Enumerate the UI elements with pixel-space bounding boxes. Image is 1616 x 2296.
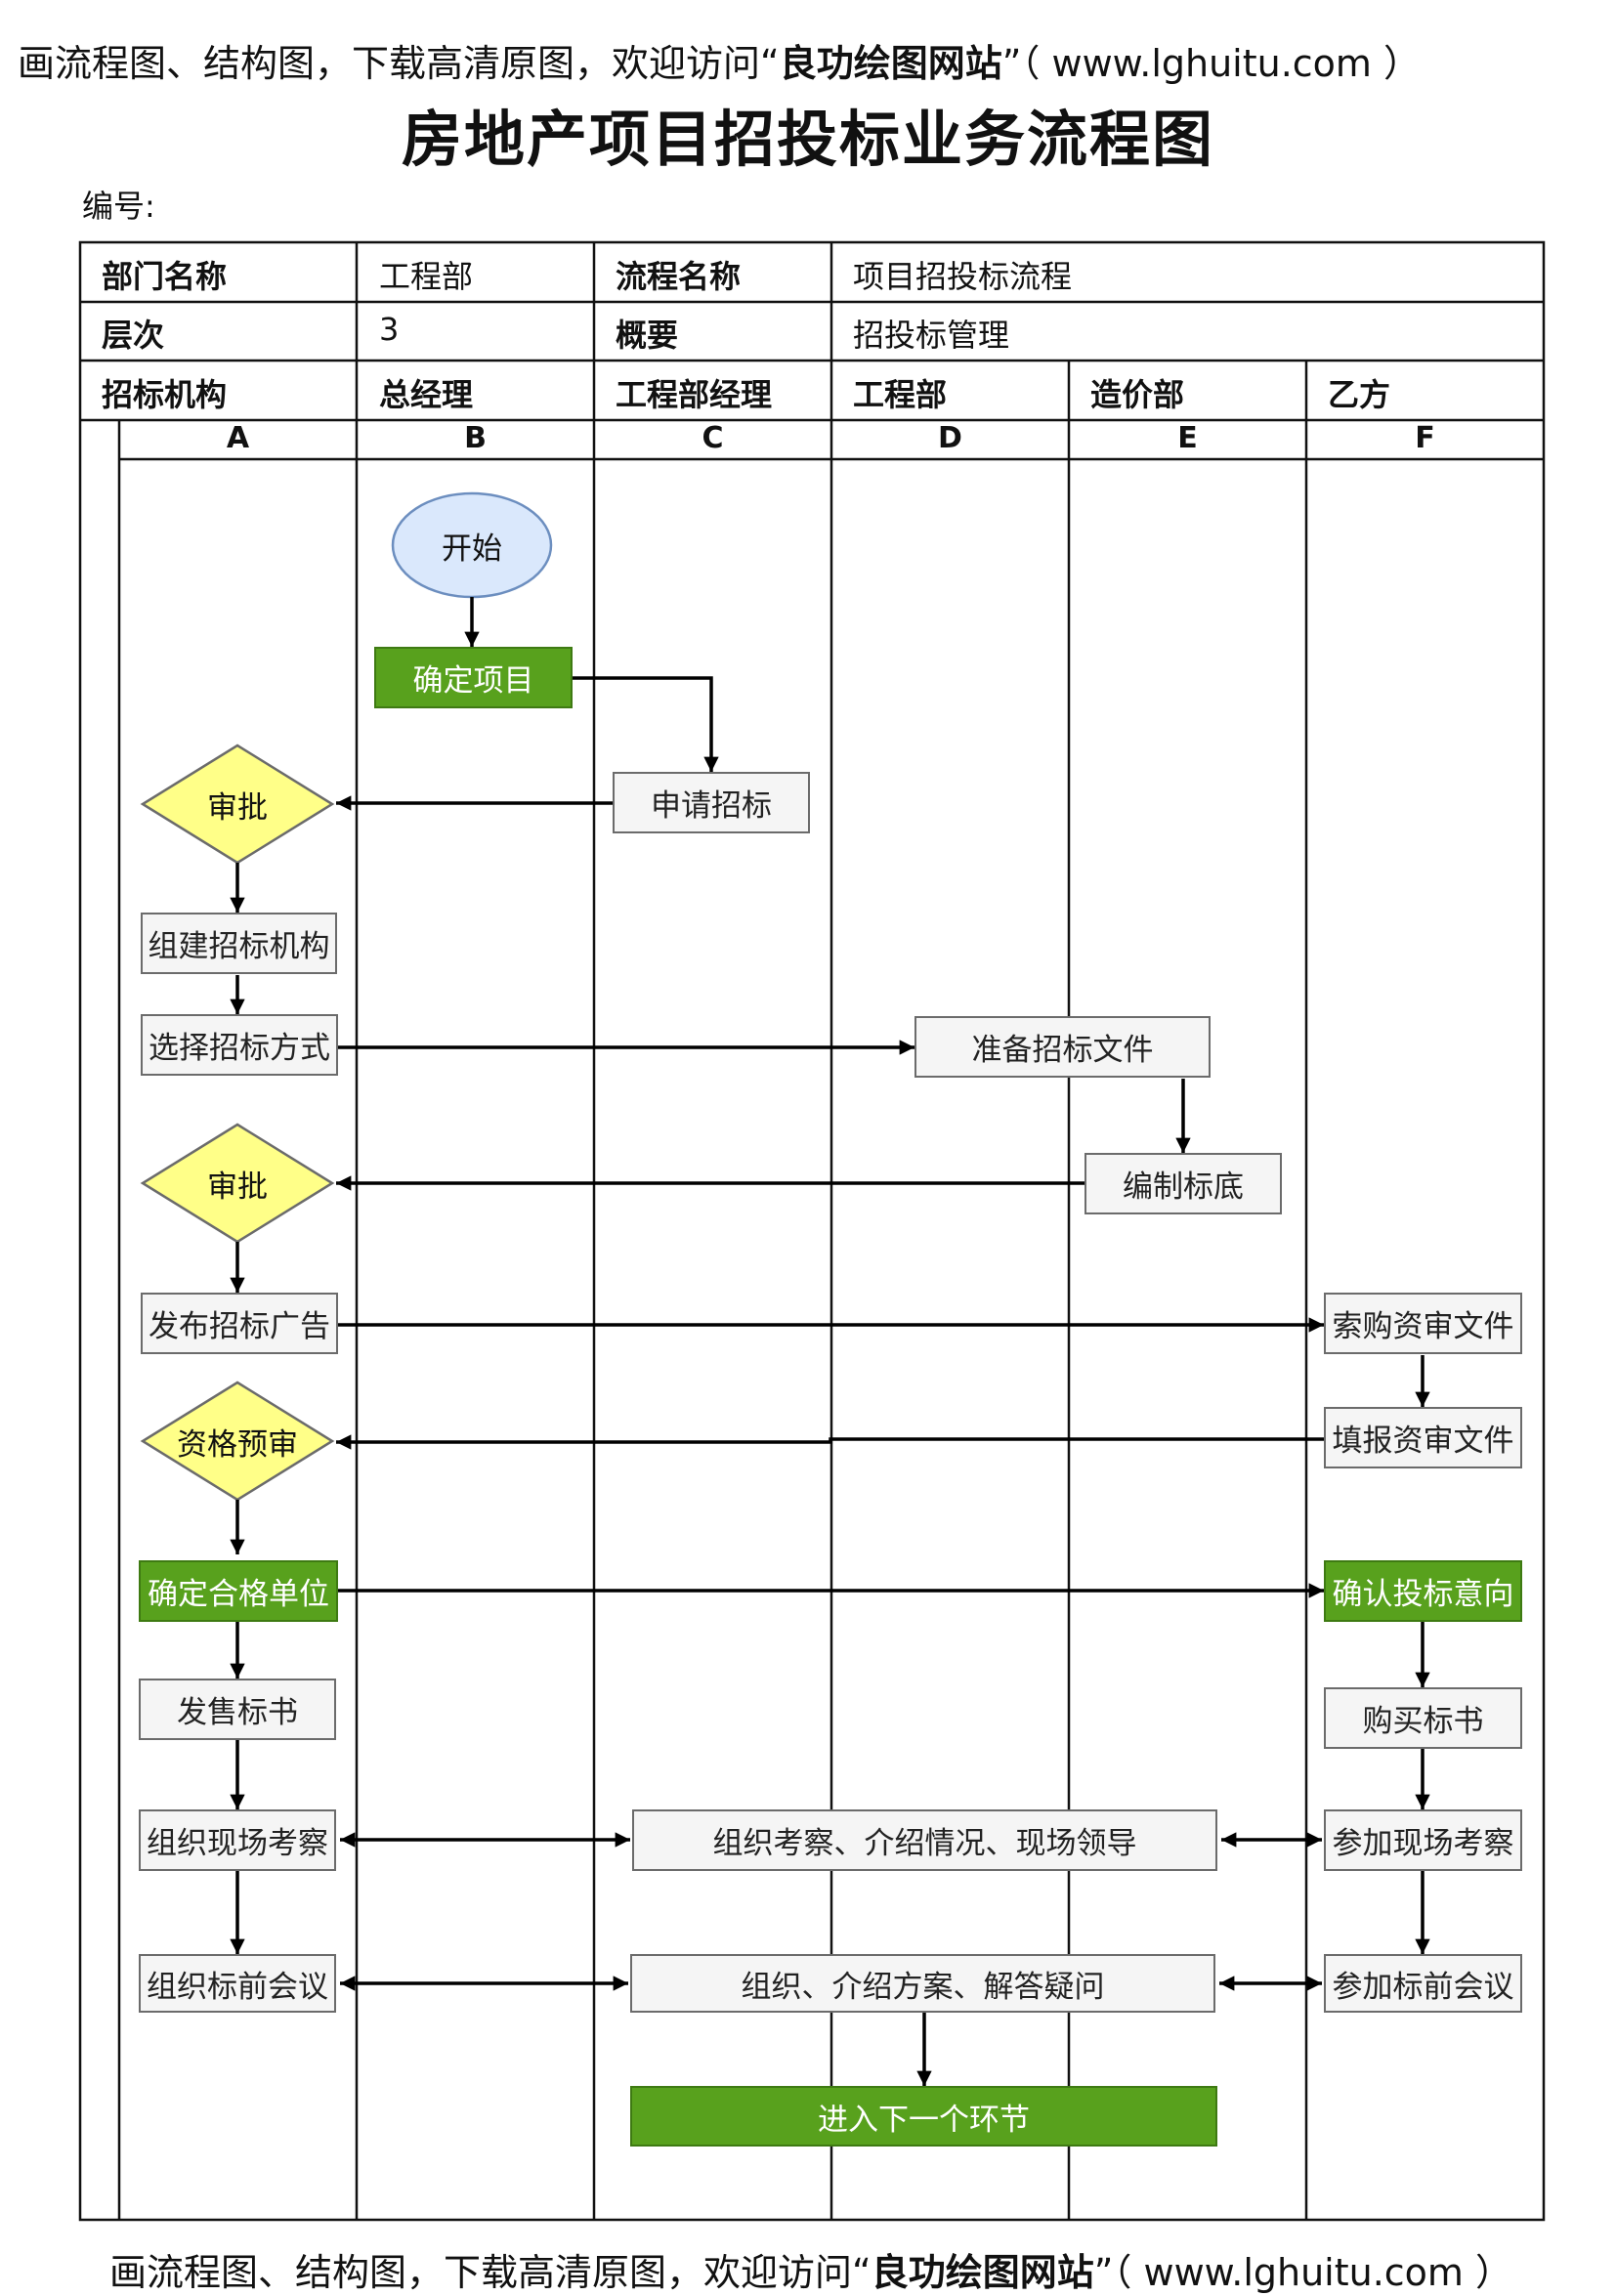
- apply-bidding-box: 申请招标: [613, 772, 810, 833]
- column-header-a: A: [226, 421, 250, 455]
- form-agency-box: 组建招标机构: [141, 913, 337, 974]
- join-site-visit-box: 参加现场考察: [1324, 1809, 1522, 1871]
- dept-label: 部门名称: [102, 258, 228, 295]
- approval-1-label: 审批: [207, 789, 268, 826]
- process-label: 流程名称: [616, 258, 742, 295]
- org-intro-answer-box: 组织、介绍方案、解答疑问: [630, 1954, 1215, 2013]
- role-general-manager: 总经理: [379, 376, 474, 413]
- choose-method-box: 选择招标方式: [141, 1014, 338, 1076]
- join-prebid-box: 参加标前会议: [1324, 1954, 1522, 2013]
- org-visit-intro-box: 组织考察、介绍情况、现场领导: [632, 1809, 1217, 1871]
- org-prebid-box: 组织标前会议: [139, 1954, 336, 2013]
- table-frame: [78, 240, 1546, 2222]
- start-label: 开始: [442, 531, 502, 567]
- confirm-intent-box: 确认投标意向: [1324, 1560, 1522, 1622]
- next-stage-box: 进入下一个环节: [630, 2086, 1217, 2147]
- banner-site-name: 良功绘图网站: [871, 2251, 1094, 2294]
- confirm-project-box: 确定项目: [374, 647, 573, 708]
- sell-tender-box: 发售标书: [139, 1679, 336, 1740]
- banner-suffix: ”（ www.lghuitu.com ）: [1093, 2251, 1513, 2294]
- column-header-d: D: [938, 421, 962, 455]
- role-bidding-agency: 招标机构: [102, 376, 228, 413]
- role-engineering-dept: 工程部: [853, 376, 948, 413]
- publish-ad-box: 发布招标广告: [141, 1293, 338, 1354]
- summary-label: 概要: [616, 317, 679, 354]
- summary-value: 招投标管理: [853, 317, 1010, 354]
- page-title: 房地产项目招投标业务流程图: [401, 104, 1214, 175]
- prequalification-label: 资格预审: [177, 1426, 298, 1463]
- doc-number-label: 编号:: [82, 188, 155, 225]
- org-site-visit-box: 组织现场考察: [139, 1809, 336, 1871]
- role-engineering-manager: 工程部经理: [616, 376, 773, 413]
- role-party-b: 乙方: [1328, 376, 1391, 413]
- top-banner: 画流程图、结构图，下载高清原图，欢迎访问“良功绘图网站”（ www.lghuit…: [18, 33, 1421, 87]
- banner-prefix: 画流程图、结构图，下载高清原图，欢迎访问“: [18, 42, 780, 85]
- buy-tender-box: 购买标书: [1324, 1687, 1522, 1749]
- flow-arrows: [230, 597, 1430, 2086]
- column-header-f: F: [1415, 421, 1435, 455]
- fill-prequal-docs-box: 填报资审文件: [1324, 1407, 1522, 1468]
- column-header-b: B: [464, 421, 487, 455]
- buy-prequal-docs-box: 索购资审文件: [1324, 1293, 1522, 1354]
- level-label: 层次: [102, 317, 165, 354]
- banner-prefix: 画流程图、结构图，下载高清原图，欢迎访问“: [109, 2251, 872, 2294]
- column-header-c: C: [702, 421, 724, 455]
- compile-base-box: 编制标底: [1084, 1153, 1282, 1214]
- process-value: 项目招投标流程: [853, 258, 1073, 295]
- approval-2-label: 审批: [207, 1169, 268, 1205]
- dept-value: 工程部: [379, 258, 474, 295]
- column-header-e: E: [1177, 421, 1198, 455]
- role-cost-dept: 造价部: [1090, 376, 1185, 413]
- confirm-qualified-box: 确定合格单位: [139, 1560, 338, 1622]
- level-value: 3: [379, 311, 400, 348]
- prepare-docs-box: 准备招标文件: [914, 1016, 1211, 1078]
- bottom-banner: 画流程图、结构图，下载高清原图，欢迎访问“良功绘图网站”（ www.lghuit…: [109, 2242, 1512, 2296]
- banner-suffix: ”（ www.lghuitu.com ）: [1001, 42, 1422, 85]
- banner-site-name: 良功绘图网站: [779, 42, 1002, 85]
